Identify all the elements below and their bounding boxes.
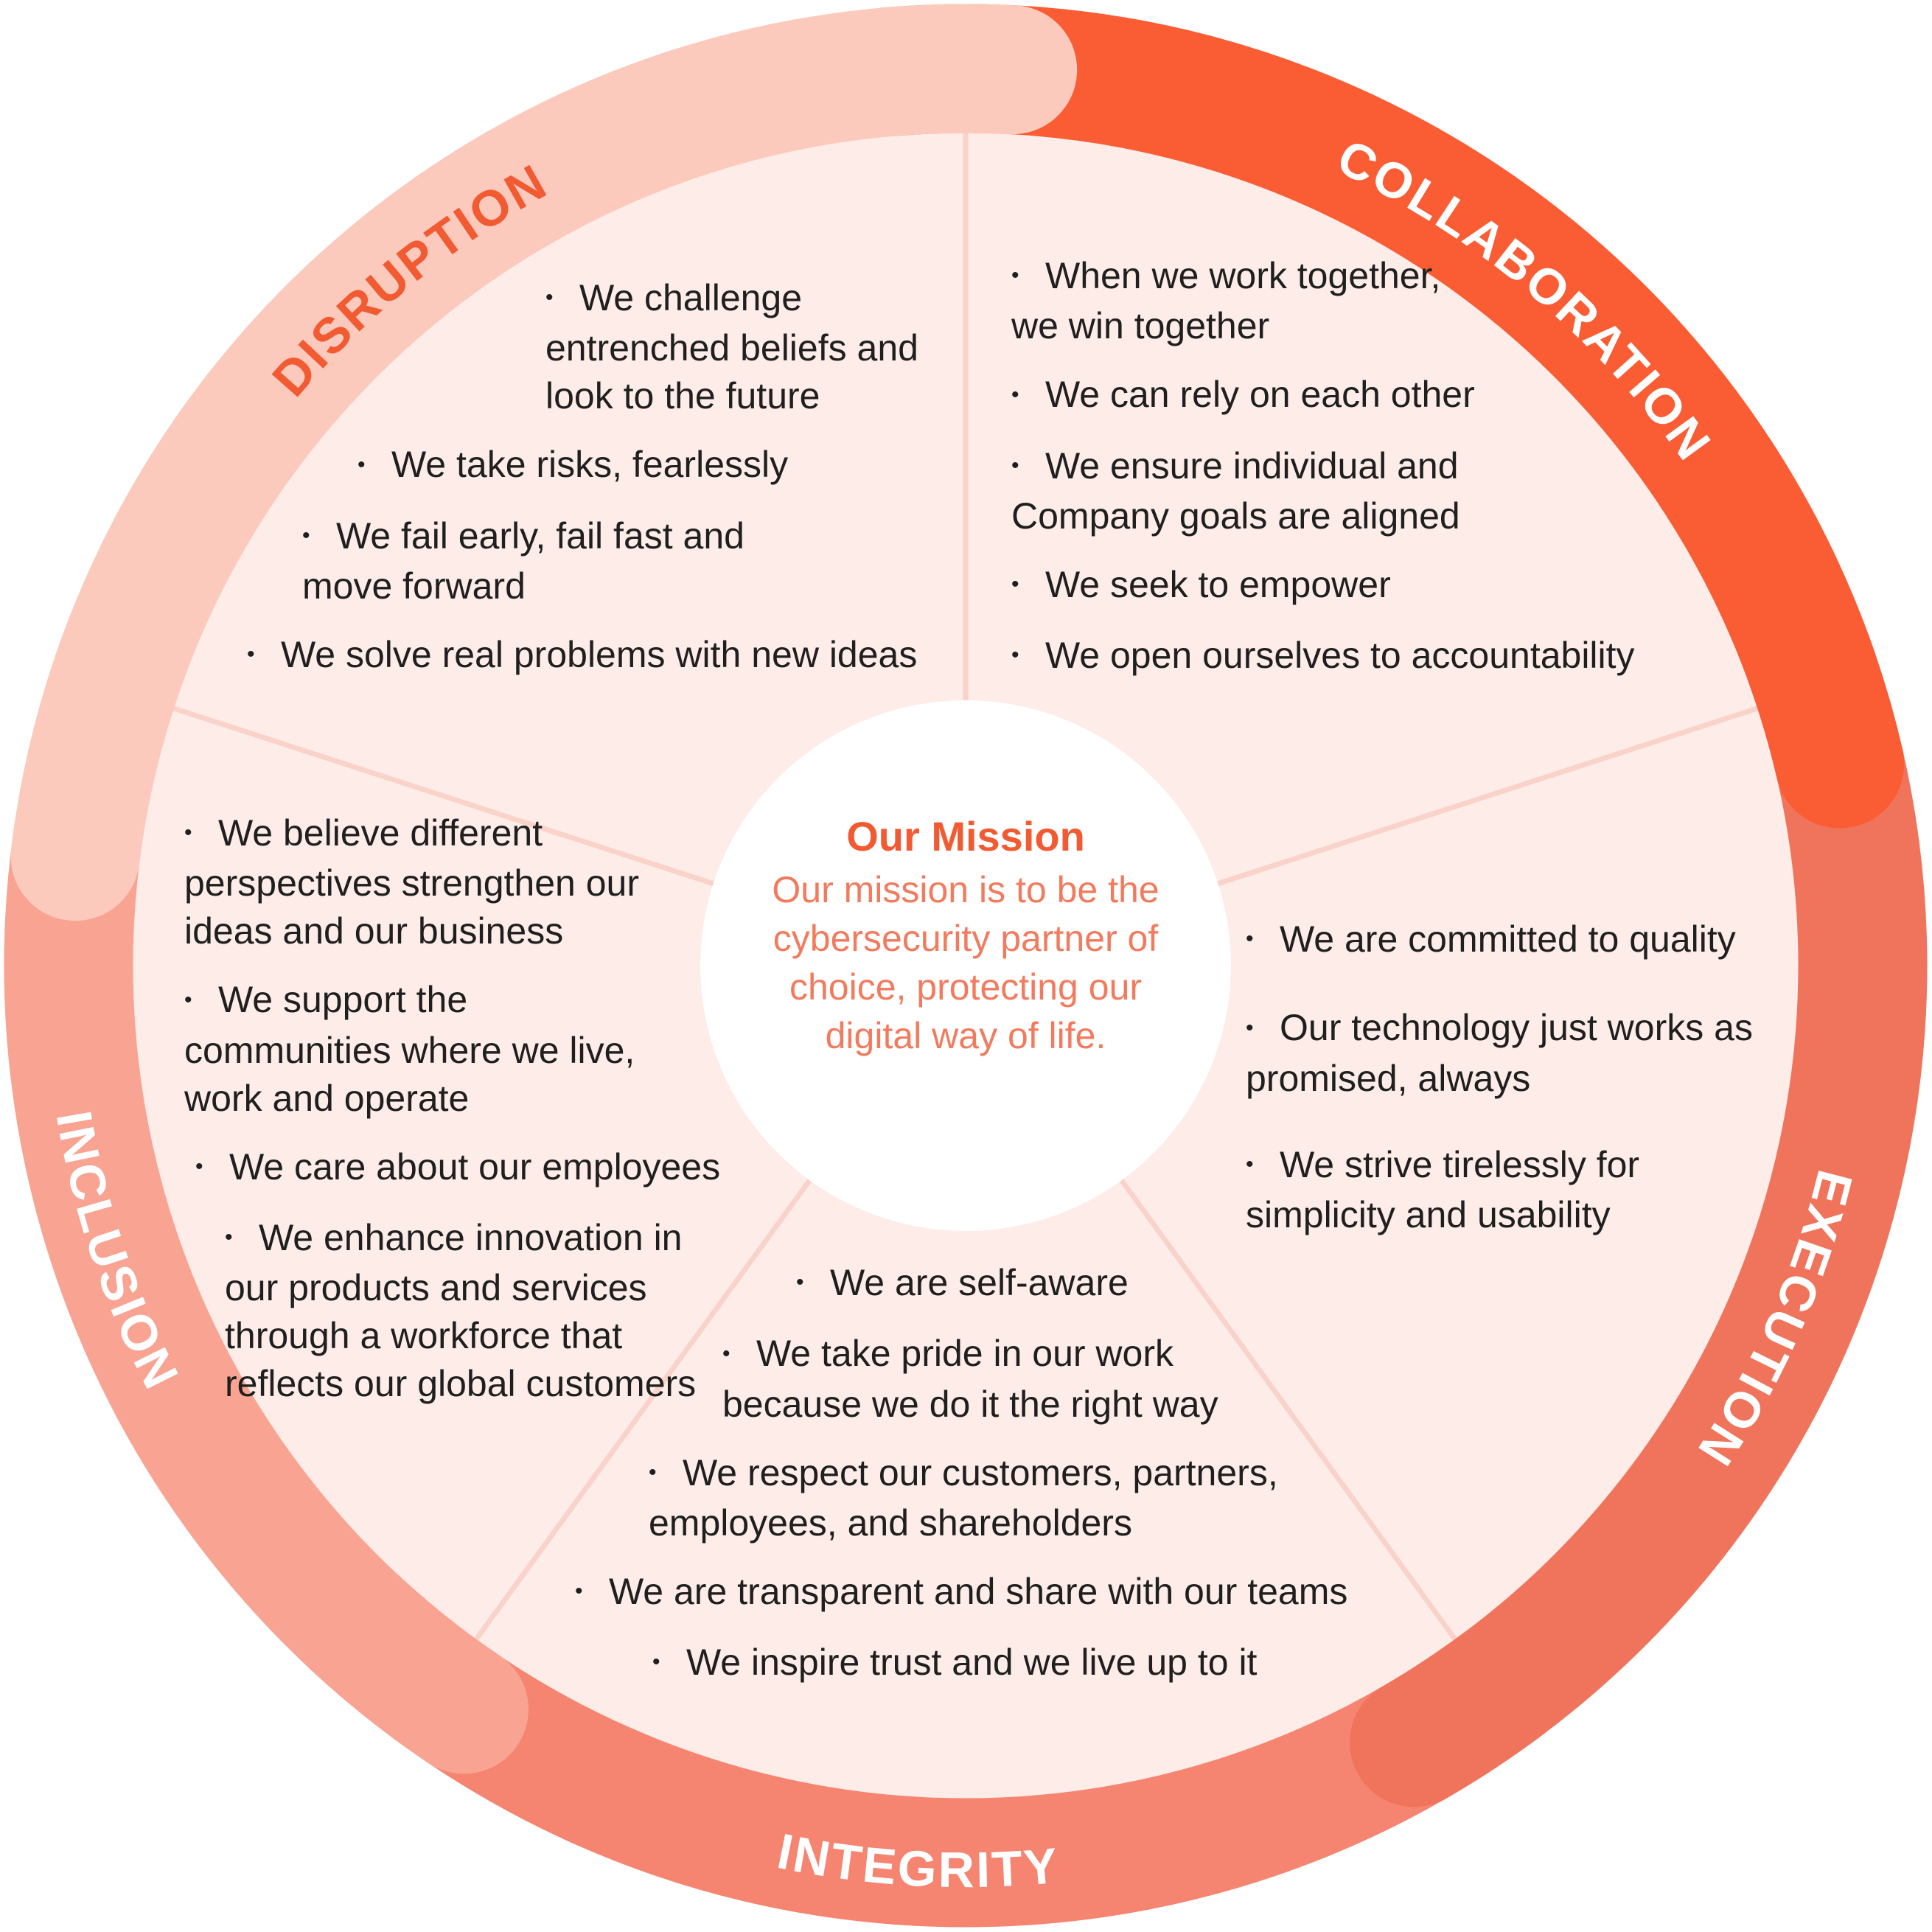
sector-divider [465, 1179, 812, 1653]
inclusion-bullet: We enhance innovation in our products an… [225, 1214, 697, 1408]
mission-text: Our mission is to be the cybersecurity p… [772, 869, 1159, 1056]
disruption-bullet: We challenge entrenched beliefs and look… [545, 274, 944, 420]
disruption-bullet-list: We challenge entrenched beliefs and look… [273, 274, 936, 702]
inclusion-bullet: We support the communities where we live… [184, 976, 671, 1122]
disruption-ring-arc [10, 4, 1078, 921]
collaboration-bullet: We open ourselves to accountability [1011, 632, 1675, 682]
collaboration-bullet: We seek to empower [1011, 561, 1675, 611]
collaboration-ring-arc [823, 4, 1905, 829]
disruption-bullet: We take risks, fearlessly [358, 441, 936, 491]
execution-bullet-list: We are committed to quality Our technolo… [1246, 916, 1791, 1260]
inclusion-bullet: We care about our employees [195, 1143, 759, 1193]
collaboration-bullet-list: When we work together, we win together W… [1011, 252, 1675, 702]
execution-bullet: Our technology just works as promised, a… [1246, 1004, 1762, 1102]
integrity-bullet: We take pride in our work because we do … [722, 1330, 1268, 1428]
sector-divider [1217, 701, 1773, 887]
integrity-bullet: We respect our customers, partners, empl… [649, 1449, 1297, 1547]
mission-circle [700, 700, 1231, 1231]
collaboration-bullet: We ensure individual and Company goals a… [1011, 442, 1483, 540]
integrity-bullet: We are transparent and share with our te… [575, 1568, 1386, 1618]
inclusion-bullet: We believe different perspectives streng… [184, 809, 656, 955]
collaboration-bullet: We can rely on each other [1011, 371, 1675, 421]
execution-bullet: We strive tirelessly for simplicity and … [1246, 1141, 1717, 1239]
disruption-bullet: We solve real problems with new ideas [247, 631, 936, 681]
inclusion-bullet-list: We believe different perspectives streng… [184, 809, 759, 1429]
integrity-bullet: We inspire trust and we live up to it [652, 1639, 1533, 1689]
execution-ring-arc [1350, 594, 1928, 1807]
execution-bullet: We are committed to quality [1246, 916, 1791, 966]
mission-title: Our Mission [846, 813, 1085, 859]
integrity-bullet-list: We are self-aware We take pride in our w… [609, 1259, 1533, 1709]
disruption-bullet: We fail early, fail fast and move forwar… [302, 512, 774, 610]
integrity-bullet: We are self-aware [796, 1259, 1533, 1309]
mission-block: Our Mission Our mission is to be the cyb… [759, 811, 1172, 1060]
collaboration-bullet: When we work together, we win together [1011, 252, 1468, 350]
